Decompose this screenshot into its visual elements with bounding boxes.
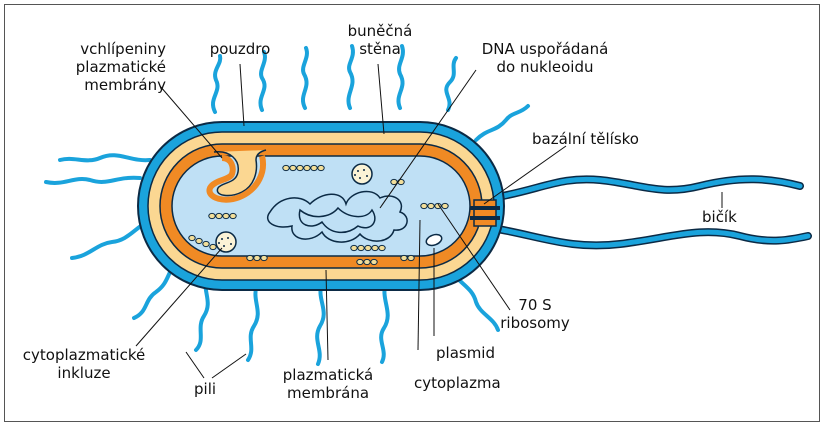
ribosome [290, 165, 296, 170]
ribosome [203, 241, 209, 246]
pilus [60, 155, 150, 160]
ribosome [365, 245, 371, 250]
ribosome [209, 213, 215, 218]
pilus [260, 52, 265, 110]
ribosome [351, 245, 357, 250]
ribosome [254, 255, 260, 260]
ribosome [216, 213, 222, 218]
label-cytoplasm: cytoplazma [414, 374, 501, 392]
label-line: membrána [268, 384, 388, 402]
label-plasma-membrane: plazmatická membrána [268, 366, 388, 402]
label-line: ribosomy [490, 314, 580, 332]
label-line: 70 S [490, 296, 580, 314]
ribosome [247, 255, 253, 260]
label-capsule: pouzdro [190, 40, 290, 58]
label-line: buněčná [330, 22, 430, 40]
ribosome [408, 255, 414, 260]
label-line: cytoplazmatické [14, 346, 154, 364]
ribosome [196, 238, 202, 243]
ribosome [230, 213, 236, 218]
ribosome [428, 203, 434, 208]
label-line: membrány [16, 76, 166, 94]
label-cell-wall: buněčná stěna [330, 22, 430, 58]
ribosome [297, 165, 303, 170]
ribosome [210, 244, 216, 249]
pilus [248, 282, 258, 360]
ribosome [318, 165, 324, 170]
label-basal-body: bazální tělísko [532, 130, 639, 148]
ribosome [358, 245, 364, 250]
pilus [46, 178, 140, 183]
label-pili: pili [194, 380, 216, 398]
label-invaginations: vchlípeniny plazmatické membrány [16, 40, 166, 94]
ribosome [261, 255, 267, 260]
label-line: DNA uspořádaná [460, 40, 630, 58]
ribosome [189, 235, 195, 240]
ribosome [401, 255, 407, 260]
label-line: vchlípeniny [16, 40, 166, 58]
label-inclusions: cytoplazmatické inkluze [14, 346, 154, 382]
ribosome [283, 165, 289, 170]
pilus [381, 282, 388, 362]
ribosome [421, 203, 427, 208]
pilus [476, 106, 528, 140]
ribosome [311, 165, 317, 170]
ribosome [223, 213, 229, 218]
label-line: inkluze [14, 364, 154, 382]
ribosome [372, 245, 378, 250]
ribosome [379, 245, 385, 250]
label-line: do nukleoidu [460, 58, 630, 76]
ribosome [364, 259, 370, 264]
ribosome [304, 165, 310, 170]
label-dna: DNA uspořádaná do nukleoidu [460, 40, 630, 76]
label-line: plazmatické [16, 58, 166, 76]
label-ribosomes: 70 S ribosomy [490, 296, 580, 332]
ribosome [357, 259, 363, 264]
label-plasmid: plasmid [436, 344, 495, 362]
label-flagellum: bičík [702, 208, 737, 226]
pilus [213, 56, 220, 112]
flagellum-group [492, 179, 808, 245]
ribosome [442, 203, 448, 208]
label-line: stěna [330, 40, 430, 58]
pilus [317, 282, 324, 364]
pilus [303, 48, 307, 108]
pilus [446, 58, 456, 110]
label-line: plazmatická [268, 366, 388, 384]
ribosome [371, 259, 377, 264]
